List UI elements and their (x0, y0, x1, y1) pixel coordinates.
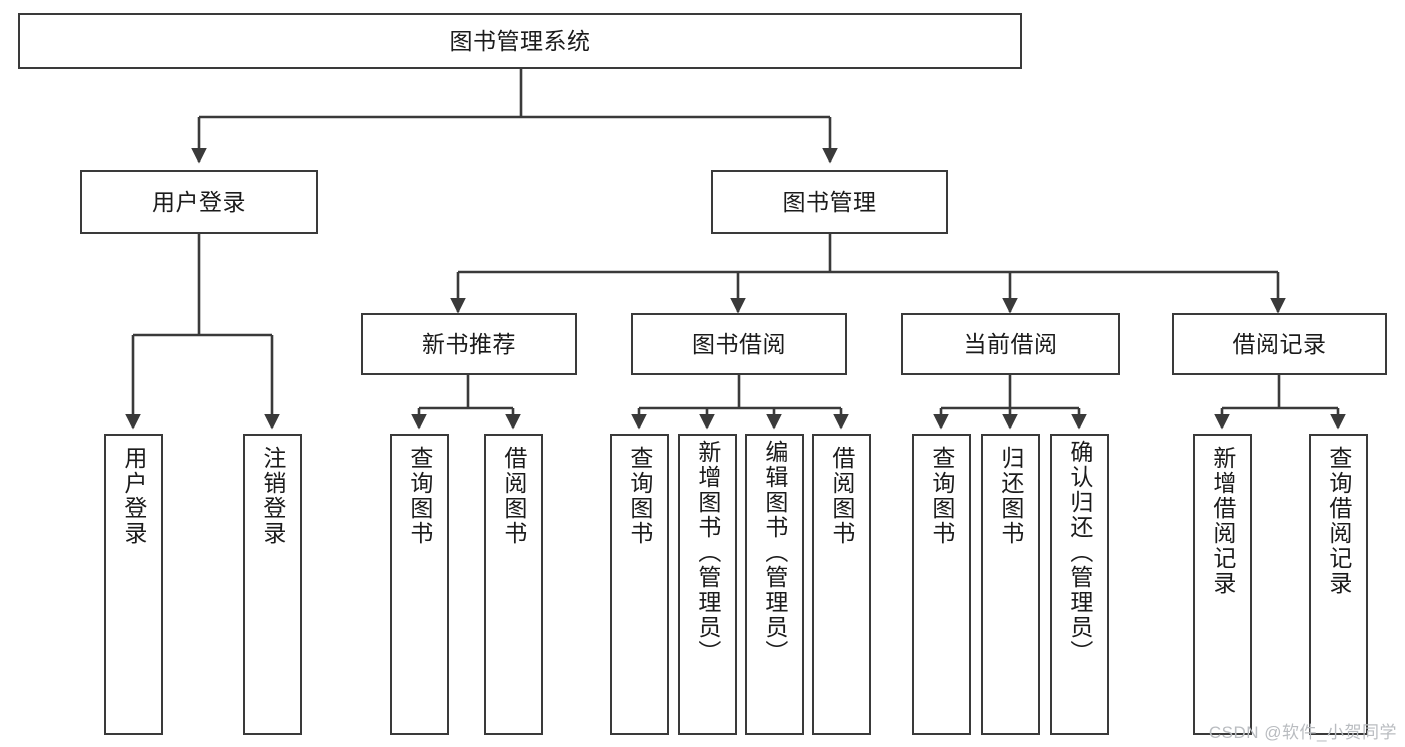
node-book-borrow-label: 图书借阅 (692, 330, 786, 357)
leaf-current-borrow-confirm[interactable]: 确认归还（管理员） (1050, 434, 1109, 735)
leaf-label: 编辑图书（管理员） (761, 440, 788, 665)
node-book-manage[interactable]: 图书管理 (711, 170, 948, 234)
leaf-label: 查询借阅记录 (1325, 446, 1352, 596)
leaf-current-borrow-return[interactable]: 归还图书 (981, 434, 1040, 735)
leaf-label: 用户登录 (120, 446, 147, 546)
leaf-label: 查询图书 (928, 446, 955, 546)
leaf-book-borrow-add[interactable]: 新增图书（管理员） (678, 434, 737, 735)
leaf-new-book-borrow[interactable]: 借阅图书 (484, 434, 543, 735)
leaf-label: 查询图书 (626, 446, 653, 546)
leaf-book-borrow-borrow[interactable]: 借阅图书 (812, 434, 871, 735)
leaf-borrow-record-add[interactable]: 新增借阅记录 (1193, 434, 1252, 735)
node-borrow-record-label: 借阅记录 (1232, 330, 1327, 357)
leaf-label: 新增图书（管理员） (694, 440, 721, 665)
node-root[interactable]: 图书管理系统 (18, 13, 1022, 69)
leaf-user-login-logout[interactable]: 注销登录 (243, 434, 302, 735)
node-book-manage-label: 图书管理 (782, 188, 877, 215)
leaf-label: 借阅图书 (500, 446, 527, 546)
node-new-book-recommend[interactable]: 新书推荐 (361, 313, 577, 375)
leaf-label: 借阅图书 (828, 446, 855, 546)
csdn-watermark: CSDN @软件_小贺同学 (1208, 723, 1397, 742)
leaf-book-borrow-query[interactable]: 查询图书 (610, 434, 669, 735)
node-user-login-label: 用户登录 (152, 188, 246, 215)
node-book-borrow[interactable]: 图书借阅 (631, 313, 847, 375)
leaf-user-login-login[interactable]: 用户登录 (104, 434, 163, 735)
leaf-label: 查询图书 (406, 446, 433, 546)
leaf-book-borrow-edit[interactable]: 编辑图书（管理员） (745, 434, 804, 735)
leaf-current-borrow-query[interactable]: 查询图书 (912, 434, 971, 735)
node-new-book-recommend-label: 新书推荐 (422, 330, 516, 357)
node-current-borrow-label: 当前借阅 (963, 330, 1058, 357)
node-user-login[interactable]: 用户登录 (80, 170, 318, 234)
leaf-label: 注销登录 (259, 446, 286, 546)
leaf-borrow-record-query[interactable]: 查询借阅记录 (1309, 434, 1368, 735)
leaf-label: 新增借阅记录 (1209, 446, 1236, 596)
leaf-label: 确认归还（管理员） (1066, 440, 1093, 665)
node-root-label: 图书管理系统 (449, 27, 591, 54)
node-borrow-record[interactable]: 借阅记录 (1172, 313, 1387, 375)
node-current-borrow[interactable]: 当前借阅 (901, 313, 1120, 375)
leaf-label: 归还图书 (997, 446, 1024, 546)
leaf-new-book-query[interactable]: 查询图书 (390, 434, 449, 735)
